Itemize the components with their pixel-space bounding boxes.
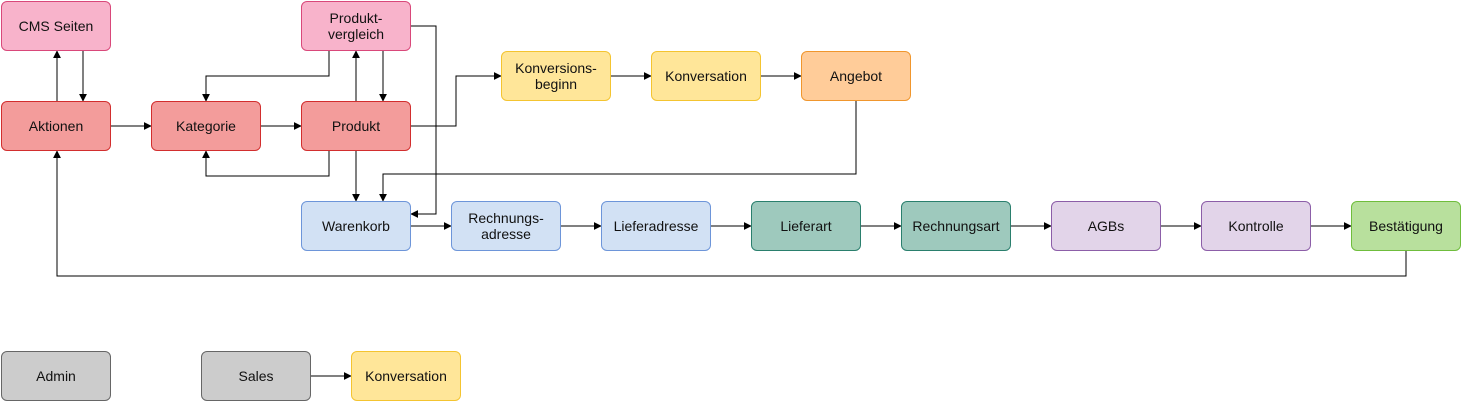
node-lieferadresse[interactable]: Lieferadresse <box>601 201 711 251</box>
node-label: Warenkorb <box>322 218 390 234</box>
node-admin[interactable]: Admin <box>1 351 111 401</box>
node-label: Angebot <box>829 68 883 84</box>
node-label: Sales <box>238 368 274 384</box>
node-angebot[interactable]: Angebot <box>801 51 911 101</box>
node-label: AGBs <box>1087 218 1125 234</box>
node-label: Aktionen <box>28 118 84 134</box>
node-label: Rechnungs- adresse <box>468 210 544 242</box>
edge-bestaetigung-to-aktionen <box>53 150 1407 277</box>
node-bestaetigung[interactable]: Bestätigung <box>1351 201 1461 251</box>
edge-produktvergleich-to-kategorie <box>202 51 330 102</box>
node-label: CMS Seiten <box>18 18 94 34</box>
node-kategorie[interactable]: Kategorie <box>151 101 261 151</box>
node-label: Konversions- beginn <box>515 60 597 92</box>
node-produkt[interactable]: Produkt <box>301 101 411 151</box>
node-rechnungsart[interactable]: Rechnungsart <box>901 201 1011 251</box>
node-agbs[interactable]: AGBs <box>1051 201 1161 251</box>
node-produktvergleich[interactable]: Produkt- vergleich <box>301 1 411 51</box>
node-label: Bestätigung <box>1369 218 1443 234</box>
node-konversation-sales[interactable]: Konversation <box>351 351 461 401</box>
node-label: Produkt- vergleich <box>327 10 385 42</box>
node-cms-seiten[interactable]: CMS Seiten <box>1 1 111 51</box>
node-label: Kategorie <box>176 118 236 134</box>
edge-angebot-to-warenkorb <box>379 101 857 202</box>
node-label: Produkt <box>331 118 381 134</box>
node-konversation[interactable]: Konversation <box>651 51 761 101</box>
node-lieferart[interactable]: Lieferart <box>751 201 861 251</box>
node-rechnungsadresse[interactable]: Rechnungs- adresse <box>451 201 561 251</box>
node-label: Konversation <box>365 368 447 384</box>
edge-produkt-to-konversionsbeginn <box>411 72 502 127</box>
node-aktionen[interactable]: Aktionen <box>1 101 111 151</box>
node-label: Rechnungsart <box>912 218 1000 234</box>
node-label: Kontrolle <box>1228 218 1284 234</box>
node-sales[interactable]: Sales <box>201 351 311 401</box>
node-label: Admin <box>36 368 76 384</box>
node-label: Lieferadresse <box>613 218 699 234</box>
node-label: Konversation <box>665 68 747 84</box>
node-warenkorb[interactable]: Warenkorb <box>301 201 411 251</box>
node-konversionsbeginn[interactable]: Konversions- beginn <box>501 51 611 101</box>
node-kontrolle[interactable]: Kontrolle <box>1201 201 1311 251</box>
edge-produktvergleich-to-warenkorb <box>410 25 437 218</box>
edge-produkt-to-kategorie <box>202 150 330 177</box>
node-label: Lieferart <box>780 218 832 234</box>
